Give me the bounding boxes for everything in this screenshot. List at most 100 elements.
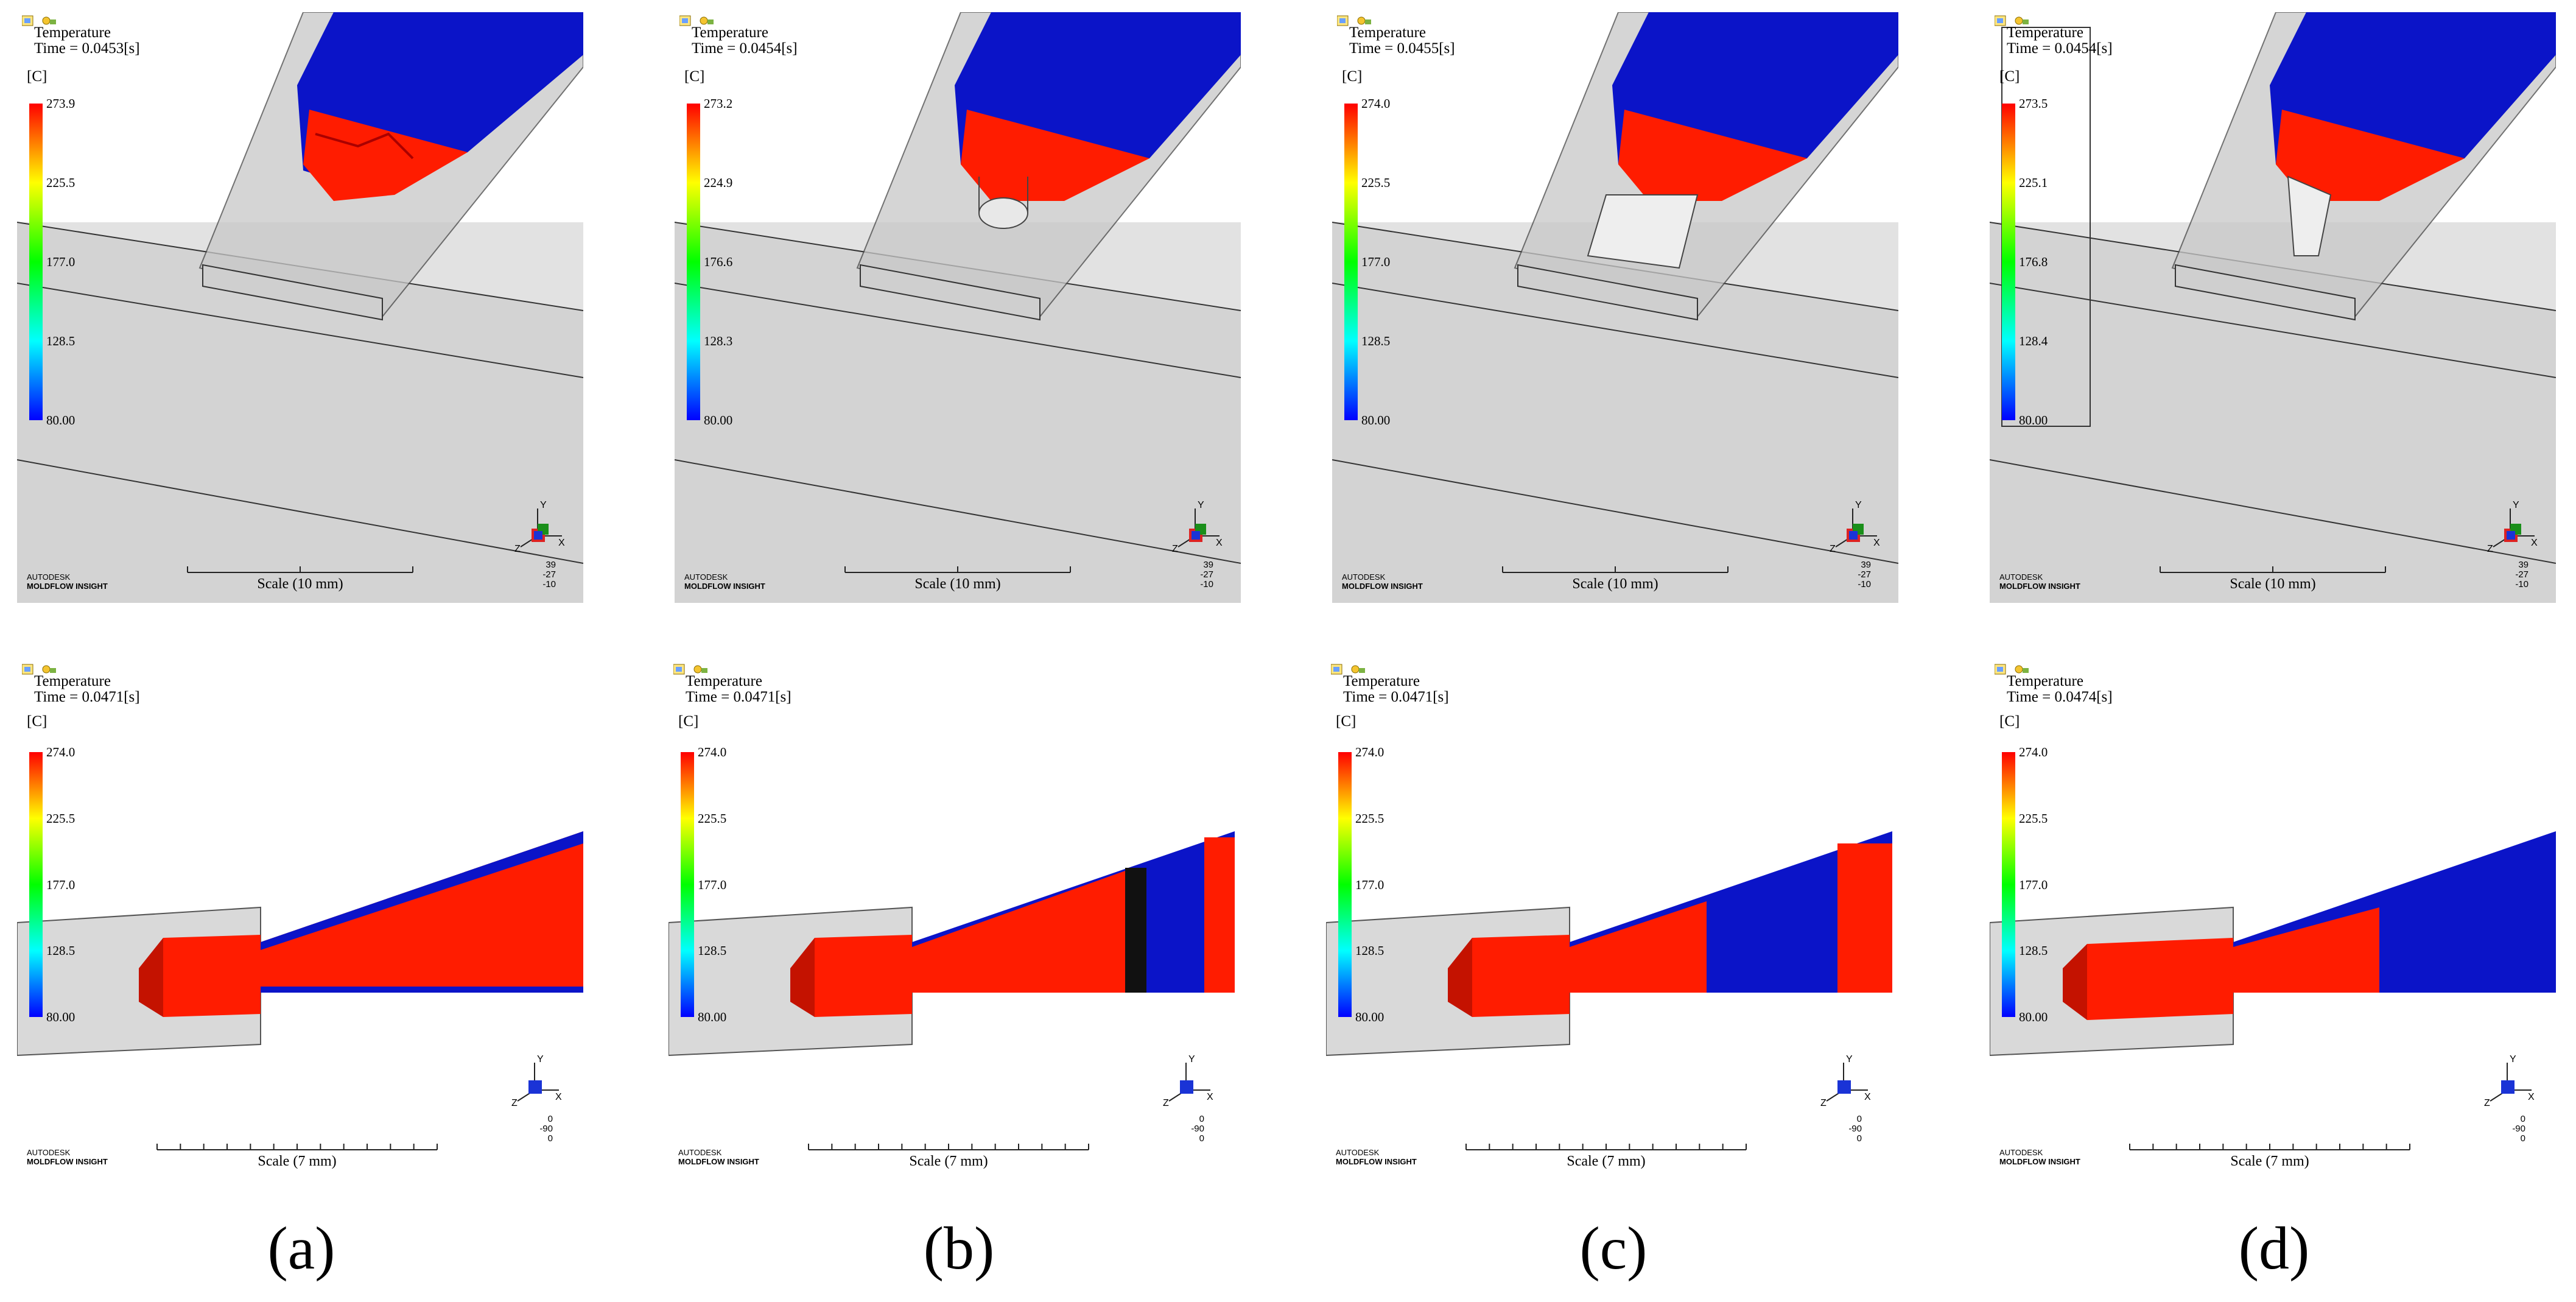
caption-b: (b) — [923, 1214, 995, 1282]
brand-top: AUTODESK — [678, 1148, 722, 1157]
time-readout: Time = 0.0453[s] — [34, 40, 140, 57]
colorbar-tick-label: 128.5 — [1361, 334, 1391, 348]
temperature-colorbar — [2002, 752, 2015, 1017]
colorbar-tick-label: 80.00 — [2019, 1010, 2048, 1024]
mold-3d-view — [1990, 12, 2556, 603]
coord-1: -90 — [1191, 1124, 1204, 1134]
brand-bottom: MOLDFLOW INSIGHT — [27, 1157, 108, 1166]
toolbar-icons — [1995, 15, 2029, 26]
panel-a-top — [17, 12, 583, 603]
time-readout: Time = 0.0474[s] — [2007, 689, 2113, 705]
colorbar-tick-label: 225.1 — [2019, 175, 2048, 190]
brand-bottom: MOLDFLOW INSIGHT — [1342, 582, 1423, 591]
time-readout: Time = 0.0471[s] — [686, 689, 791, 705]
coord-2: 0 — [547, 1133, 553, 1144]
unit-label: [C] — [27, 68, 47, 85]
orientation-triad-icon: YXZ — [1172, 500, 1223, 554]
axis-x-label: X — [1216, 538, 1223, 548]
view-coords: 39-27-10 — [1177, 560, 1213, 589]
axis-y-label: Y — [1855, 500, 1862, 510]
temperature-colorbar — [29, 104, 43, 420]
result-title: Temperature — [2007, 673, 2083, 689]
unit-label: [C] — [27, 713, 47, 730]
result-title: Temperature — [34, 24, 111, 41]
result-title: Temperature — [1343, 673, 1420, 689]
colorbar-tick-label: 274.0 — [1355, 745, 1385, 759]
scale-label: Scale (7 mm) — [909, 1153, 988, 1169]
scale-label: Scale (7 mm) — [258, 1153, 337, 1169]
temperature-colorbar — [681, 752, 694, 1017]
coord-0: 39 — [1203, 560, 1213, 570]
axis-y-label: Y — [537, 1054, 544, 1064]
scale-label: Scale (10 mm) — [257, 576, 343, 592]
temperature-colorbar — [687, 104, 700, 420]
panel-d-bottom — [1990, 661, 2556, 1197]
result-title: Temperature — [34, 673, 111, 689]
colorbar-tick-label: 273.2 — [704, 96, 733, 111]
colorbar-tick-label: 274.0 — [46, 745, 75, 759]
coord-0: 39 — [546, 560, 556, 570]
temperature-colorbar — [1338, 752, 1352, 1017]
toolbar-icons — [1331, 664, 1365, 675]
coord-1: -90 — [539, 1124, 553, 1134]
colorbar-tick-label: 225.5 — [2019, 811, 2048, 826]
scale-bar — [844, 566, 1071, 573]
colorbar-tick-label: 80.00 — [698, 1010, 727, 1024]
axis-y-label: Y — [1846, 1054, 1853, 1064]
colorbar-tick-label: 274.0 — [1361, 96, 1391, 111]
scale-label: Scale (10 mm) — [914, 576, 1001, 592]
coord-0: 39 — [1861, 560, 1871, 570]
colorbar-tick-label: 80.00 — [46, 413, 75, 428]
brand-top: AUTODESK — [27, 572, 71, 582]
colorbar-tick-label: 80.00 — [1355, 1010, 1385, 1024]
scale-bar — [187, 566, 413, 573]
colorbar-tick-label: 225.5 — [46, 811, 75, 826]
scale-label: Scale (7 mm) — [2230, 1153, 2309, 1169]
axis-z-label: Z — [514, 544, 521, 554]
mold-3d-view — [1332, 12, 1898, 603]
time-readout: Time = 0.0454[s] — [692, 40, 798, 57]
axis-z-label: Z — [2484, 1098, 2490, 1108]
coord-0: 0 — [1856, 1114, 1862, 1124]
panel-c-top — [1332, 12, 1898, 603]
brand-bottom: MOLDFLOW INSIGHT — [1336, 1157, 1417, 1166]
unit-label: [C] — [678, 713, 699, 730]
axis-y-label: Y — [1188, 1054, 1195, 1064]
colorbar-tick-label: 128.5 — [46, 943, 75, 959]
coord-2: -10 — [2515, 579, 2529, 589]
colorbar-tick-label: 225.5 — [46, 175, 75, 190]
result-title: Temperature — [1349, 24, 1426, 41]
axis-x-label: X — [1873, 538, 1880, 548]
axis-z-label: Z — [511, 1098, 518, 1108]
axis-x-label: X — [2528, 1092, 2535, 1102]
brand-top: AUTODESK — [1999, 1148, 2043, 1157]
axis-y-label: Y — [540, 500, 547, 510]
view-coords: 39-27-10 — [1834, 560, 1871, 589]
brand-bottom: MOLDFLOW INSIGHT — [27, 582, 108, 591]
mold-section-view — [1326, 831, 1892, 1057]
time-readout: Time = 0.0471[s] — [1343, 689, 1449, 705]
axis-z-label: Z — [1172, 544, 1178, 554]
orientation-triad-icon: YXZ — [2487, 500, 2538, 554]
colorbar-tick-label: 273.9 — [46, 96, 75, 111]
axis-z-label: Z — [1820, 1098, 1827, 1108]
caption-a: (a) — [267, 1214, 335, 1282]
toolbar-icons — [673, 664, 707, 675]
panel-d-top — [1990, 12, 2556, 603]
toolbar-icons — [22, 664, 56, 675]
panel-b-top — [675, 12, 1241, 603]
colorbar-tick-label: 128.3 — [704, 334, 733, 348]
scale-label: Scale (10 mm) — [2230, 576, 2316, 592]
